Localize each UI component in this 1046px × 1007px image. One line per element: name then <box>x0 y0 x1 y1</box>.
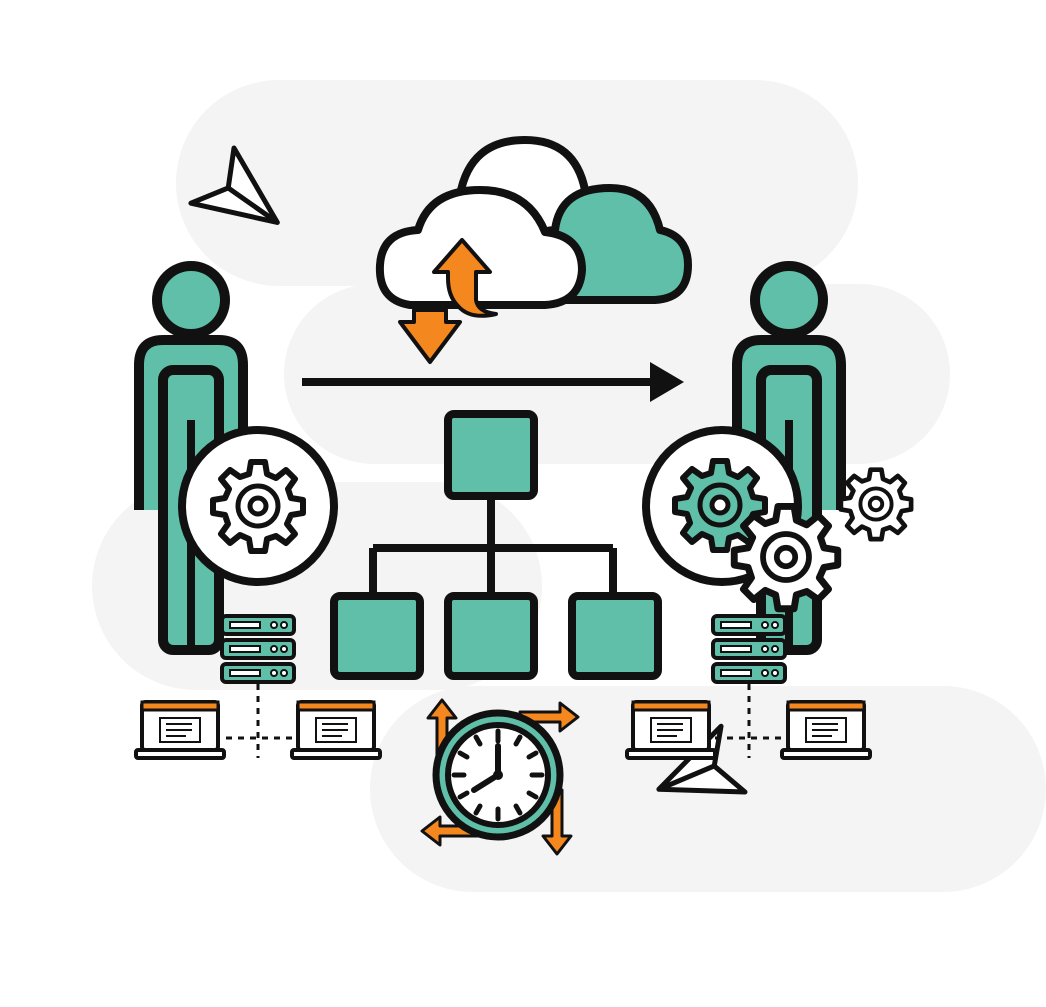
transfer-arrow <box>302 362 684 402</box>
server-icon <box>220 614 296 684</box>
laptop-icon <box>780 700 872 760</box>
gear-badge <box>178 426 338 586</box>
network-lines <box>226 684 784 758</box>
gear-icon <box>841 470 911 539</box>
paper-plane-icon <box>188 145 280 225</box>
clock-icon <box>420 698 580 856</box>
laptop-icon <box>134 700 226 760</box>
gear-icon <box>734 506 838 608</box>
laptop-icon <box>625 700 717 760</box>
sync-arrows-icon <box>398 238 498 364</box>
laptop-icon <box>290 700 382 760</box>
cloud-icon <box>375 136 692 309</box>
server-icon <box>711 614 787 684</box>
hierarchy-icon <box>330 410 662 680</box>
gear-icon <box>213 462 303 551</box>
